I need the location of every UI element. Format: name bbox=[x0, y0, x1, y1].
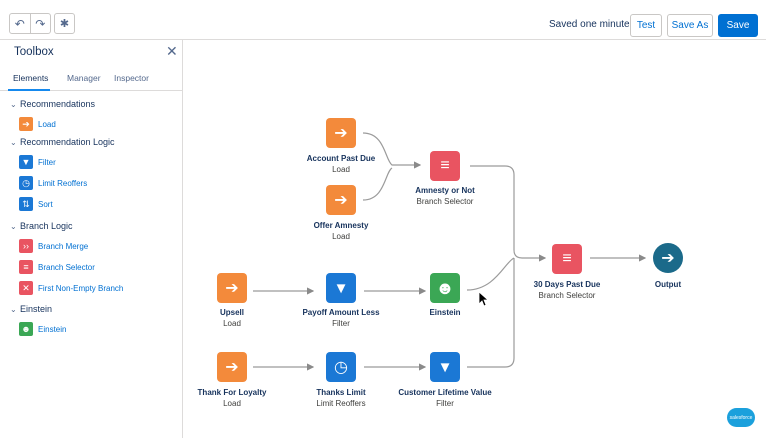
node-account-past-due[interactable]: ➔ bbox=[326, 118, 356, 148]
node-customer-lifetime-value[interactable]: ▼ bbox=[430, 352, 460, 382]
toolbox-item-first-non-empty-branch[interactable]: ✕ First Non-Empty Branch bbox=[19, 281, 123, 295]
sort-icon: ⇅ bbox=[19, 197, 33, 211]
arrow-right-icon: ➔ bbox=[334, 192, 348, 209]
section-recommendation-logic[interactable]: ⌄Recommendation Logic bbox=[10, 137, 115, 147]
clock-icon: ◷ bbox=[334, 359, 348, 376]
x-icon: ✕ bbox=[19, 281, 33, 295]
tab-inspector[interactable]: Inspector bbox=[114, 73, 149, 83]
section-recommendations[interactable]: ⌄Recommendations bbox=[10, 99, 96, 109]
node-thanks-limit[interactable]: ◷ bbox=[326, 352, 356, 382]
toolbox-item-filter[interactable]: ▼ Filter bbox=[19, 155, 56, 169]
arrow-right-icon: ➔ bbox=[19, 117, 33, 131]
toolbox-title: Toolbox bbox=[14, 46, 54, 58]
toolbox-item-einstein[interactable]: ☻ Einstein bbox=[19, 322, 66, 336]
tab-elements[interactable]: Elements bbox=[13, 73, 49, 83]
salesforce-logo: salesforce bbox=[727, 408, 755, 427]
chevron-down-icon: ⌄ bbox=[10, 138, 17, 147]
section-branch-logic[interactable]: ⌄Branch Logic bbox=[10, 221, 73, 231]
gear-icon[interactable]: ✱ bbox=[54, 13, 75, 34]
node-output[interactable]: ➔ bbox=[653, 243, 683, 273]
arrow-right-circle-icon: ➔ bbox=[661, 250, 675, 267]
section-einstein[interactable]: ⌄Einstein bbox=[10, 304, 53, 314]
save-as-button[interactable]: Save As bbox=[667, 14, 713, 37]
funnel-icon: ▼ bbox=[333, 279, 349, 297]
node-upsell[interactable]: ➔ bbox=[217, 273, 247, 303]
node-30-days-past-due[interactable]: ≡ bbox=[552, 244, 582, 274]
funnel-icon: ▼ bbox=[19, 155, 33, 169]
arrow-right-icon: ➔ bbox=[225, 280, 239, 297]
top-toolbar: ↶ ↷ ✱ Saved one minute ago Test Save As … bbox=[0, 0, 766, 40]
node-thank-for-loyalty[interactable]: ➔ bbox=[217, 352, 247, 382]
chevron-down-icon: ⌄ bbox=[10, 222, 17, 231]
saved-status: Saved one minute ago bbox=[549, 19, 650, 30]
connector bbox=[467, 258, 515, 368]
test-button[interactable]: Test bbox=[630, 14, 662, 37]
mouse-cursor-icon bbox=[478, 291, 490, 307]
branch-selector-icon: ≡ bbox=[19, 260, 33, 274]
arrow-right-icon: ➔ bbox=[225, 359, 239, 376]
undo-icon[interactable]: ↶ bbox=[10, 14, 31, 33]
node-amnesty-or-not[interactable]: ≡ bbox=[430, 151, 460, 181]
toolbox-tabs: Elements Manager Inspector bbox=[0, 66, 183, 91]
toolbox-item-sort[interactable]: ⇅ Sort bbox=[19, 197, 53, 211]
clock-icon: ◷ bbox=[19, 176, 33, 190]
einstein-icon: ☻ bbox=[435, 277, 455, 298]
chevron-down-icon: ⌄ bbox=[10, 100, 17, 109]
tab-manager[interactable]: Manager bbox=[67, 73, 101, 83]
branch-selector-icon: ≡ bbox=[562, 250, 572, 267]
node-offer-amnesty[interactable]: ➔ bbox=[326, 185, 356, 215]
redo-icon[interactable]: ↷ bbox=[35, 16, 46, 31]
toolbox-item-limit-reoffers[interactable]: ◷ Limit Reoffers bbox=[19, 176, 87, 190]
node-einstein[interactable]: ☻ bbox=[430, 273, 460, 303]
node-payoff-amount-less[interactable]: ▼ bbox=[326, 273, 356, 303]
toolbox-item-load[interactable]: ➔ Load bbox=[19, 117, 56, 131]
close-icon[interactable]: ✕ bbox=[166, 43, 178, 59]
chevron-down-icon: ⌄ bbox=[10, 305, 17, 314]
toolbox-item-branch-merge[interactable]: ›› Branch Merge bbox=[19, 239, 88, 253]
toolbox-panel: Toolbox ✕ Elements Manager Inspector ⌄Re… bbox=[0, 40, 183, 438]
connector bbox=[466, 257, 515, 291]
node-label: Einstein bbox=[429, 308, 461, 317]
connector bbox=[362, 167, 393, 201]
branch-selector-icon: ≡ bbox=[440, 157, 450, 174]
funnel-icon: ▼ bbox=[437, 358, 453, 376]
active-tab-indicator bbox=[8, 89, 50, 91]
connector bbox=[470, 165, 547, 262]
node-label: Output bbox=[654, 280, 682, 289]
connector bbox=[362, 132, 422, 169]
save-button[interactable]: Save bbox=[718, 14, 758, 37]
merge-icon: ›› bbox=[19, 239, 33, 253]
einstein-icon: ☻ bbox=[19, 322, 33, 336]
undo-redo-group: ↶ ↷ bbox=[9, 13, 51, 34]
toolbox-item-branch-selector[interactable]: ≡ Branch Selector bbox=[19, 260, 95, 274]
arrow-right-icon: ➔ bbox=[334, 125, 348, 142]
